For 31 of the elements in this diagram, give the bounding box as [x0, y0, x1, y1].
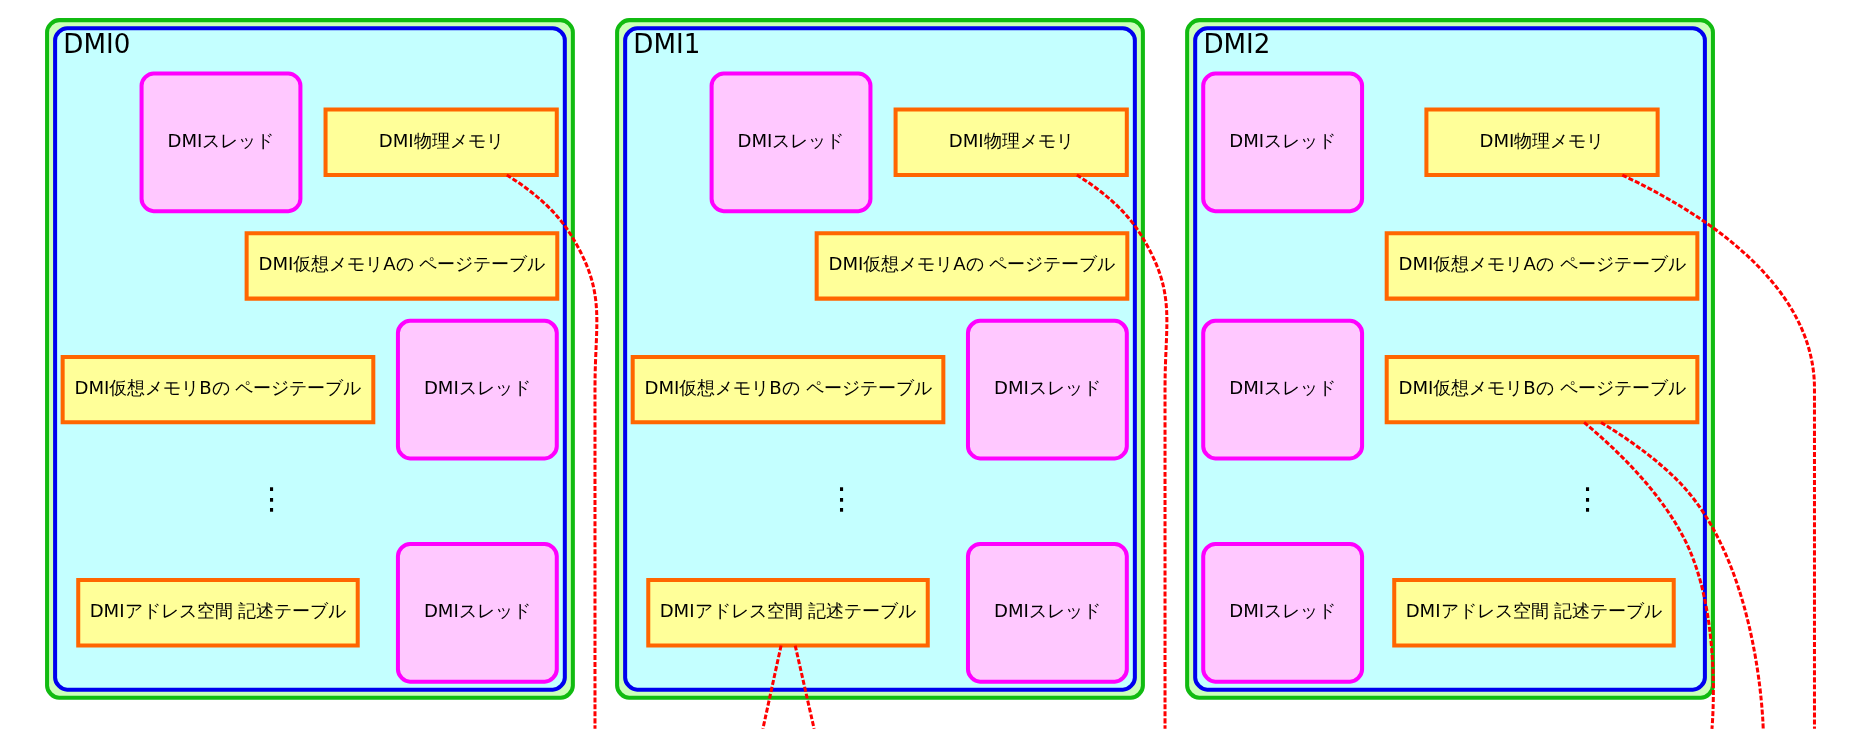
connector: [1621, 173, 1816, 729]
node-box: DMIスレッド: [1201, 541, 1365, 684]
node-box: DMIアドレス空間 記述テーブル: [1392, 578, 1676, 648]
node-box: DMI仮想メモリBの ページテーブル: [1384, 354, 1700, 425]
node-box: DMIスレッド: [395, 541, 559, 684]
node-box: DMI仮想メモリBの ページテーブル: [630, 354, 946, 425]
node-box: DMIアドレス空間 記述テーブル: [646, 578, 930, 648]
connector: [1583, 421, 1715, 729]
connector: [761, 645, 783, 730]
label: ⋮: [256, 480, 287, 516]
connector: [1076, 173, 1169, 729]
node-box: DMIスレッド: [395, 318, 559, 461]
node-box: DMI物理メモリ: [1424, 107, 1660, 177]
node-box: DMIスレッド: [139, 71, 303, 214]
connector: [505, 173, 599, 729]
node-box: DMI物理メモリ: [323, 107, 559, 177]
node-box: DMI物理メモリ: [893, 107, 1129, 177]
node-box: DMI仮想メモリBの ページテーブル: [60, 354, 376, 425]
node-box: DMI仮想メモリAの ページテーブル: [1384, 231, 1700, 301]
node-box: DMIスレッド: [965, 541, 1129, 684]
node-box: DMIスレッド: [1201, 318, 1365, 461]
label: ⋮: [826, 480, 857, 516]
connector: [1600, 421, 1765, 729]
node-box: DMIアドレス空間 記述テーブル: [76, 578, 360, 648]
node-box: DMIスレッド: [1201, 71, 1365, 214]
node-box: DMIスレッド: [709, 71, 873, 214]
node-box: DMIスレッド: [965, 318, 1129, 461]
label: ⋮: [1572, 480, 1603, 516]
node-box: DMI仮想メモリAの ページテーブル: [244, 231, 560, 301]
node-box: DMI仮想メモリAの ページテーブル: [814, 231, 1130, 301]
connector: [793, 645, 816, 730]
